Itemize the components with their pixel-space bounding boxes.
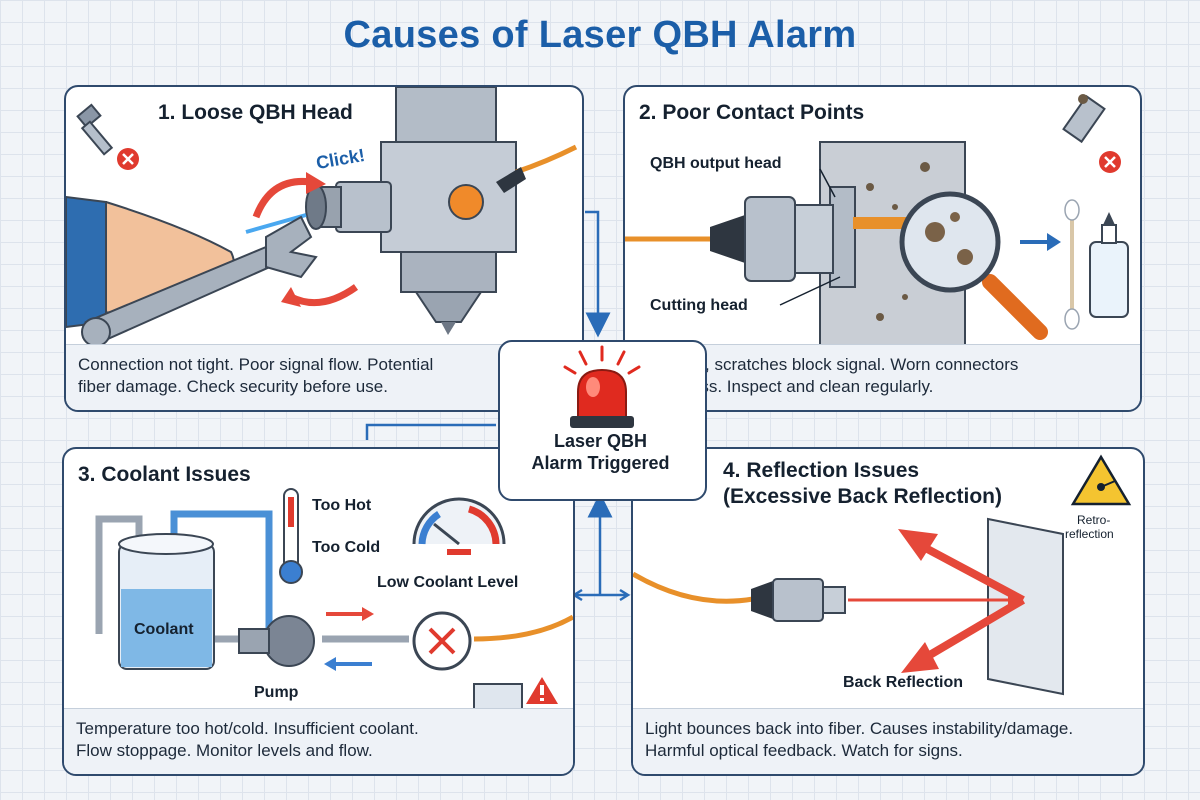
retro-reflection-label-2: reflection [1065,527,1114,541]
center-alarm-label: Laser QBH Alarm Triggered [531,431,670,473]
coolant-illustration [95,488,573,709]
pump-label: Pump [254,684,299,701]
alarm-light-icon [563,345,641,428]
panel-1-caption: Connection not tight. Poor signal flow. … [66,344,582,410]
panel-3-caption: Temperature too hot/cold. Insufficient c… [64,708,573,774]
retro-reflection-label-1: Retro- [1077,513,1111,527]
panel-4-subtitle: (Excessive Back Reflection) [723,485,1002,508]
reflection-illustration [633,454,1132,696]
panel-4-caption: Light bounces back into fiber. Causes in… [633,708,1143,774]
panel-1-title: 1. Loose QBH Head [158,101,353,124]
qbh-output-head-label: QBH output head [650,155,782,172]
panel-2-title: 2. Poor Contact Points [639,101,865,124]
contact-points-illustration [625,94,1129,347]
panel-coolant-issues: 3. Coolant Issues Too Hot Too Cold Low C… [62,447,575,776]
coolant-label: Coolant [134,621,194,638]
too-cold-label: Too Cold [312,539,381,556]
loose-head-illustration [66,87,578,347]
panel-loose-qbh-head: 1. Loose QBH Head Click! Connection not … [64,85,584,412]
panel-2-caption: Dirt, dust, scratches block signal. Worn… [625,344,1140,410]
panel-poor-contact-points: 2. Poor Contact Points QBH output head C… [623,85,1142,412]
bolt-icon [76,103,114,156]
too-hot-label: Too Hot [312,497,372,514]
low-coolant-level-label: Low Coolant Level [377,574,519,591]
panel-4-title: 4. Reflection Issues [723,459,920,482]
cutting-head-label: Cutting head [650,297,748,314]
panel-3-title: 3. Coolant Issues [78,463,251,486]
back-reflection-label: Back Reflection [843,674,964,691]
panel-reflection-issues: 4. Reflection Issues (Excessive Back Ref… [631,447,1145,776]
page-title: Causes of Laser QBH Alarm [343,14,857,56]
center-alarm-box [498,340,707,501]
